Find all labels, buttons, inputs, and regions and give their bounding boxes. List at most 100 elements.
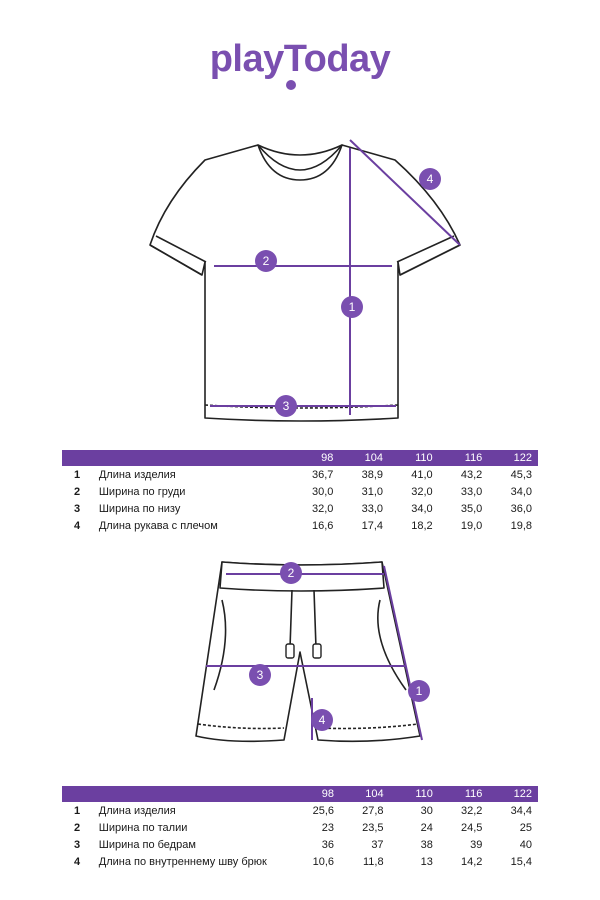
shorts-pockets bbox=[213, 599, 407, 691]
size-header: 116 bbox=[438, 450, 489, 466]
header-cell bbox=[62, 450, 99, 466]
measurement-cell: 25 bbox=[519, 821, 532, 834]
shorts-marker-1-label: 1 bbox=[416, 684, 423, 698]
measurement-cell: 38 bbox=[420, 838, 433, 851]
measurement-cell: 40 bbox=[519, 838, 532, 851]
shorts-marker-1 bbox=[408, 680, 430, 702]
measurement-cell: 33,0 bbox=[460, 485, 483, 498]
size-header: 98 bbox=[290, 786, 341, 802]
tshirt-left-sleeve-hem bbox=[149, 235, 207, 276]
measurement-cell: 16,6 bbox=[311, 519, 334, 532]
table-header-row: 98 104 110 116 122 bbox=[62, 450, 538, 466]
tshirt-marker-1 bbox=[341, 296, 363, 318]
measurement-cell: 43,2 bbox=[460, 468, 483, 481]
measurement-cell: 24 bbox=[420, 821, 433, 834]
row-number: 2 bbox=[74, 821, 81, 834]
measurement-cell: 39 bbox=[470, 838, 483, 851]
tshirt-diagram: 1 2 3 4 bbox=[149, 139, 461, 422]
row-number: 3 bbox=[74, 838, 81, 851]
row-label: Длина изделия bbox=[98, 468, 176, 481]
measurement-cell: 24,5 bbox=[460, 821, 483, 834]
measurement-cell: 25,6 bbox=[312, 804, 335, 817]
logo-dot bbox=[286, 80, 296, 90]
tshirt-marker-3-label: 3 bbox=[283, 399, 290, 413]
table-row: 3 Ширина по бедрам 36 37 38 39 40 bbox=[62, 836, 538, 853]
shorts-marker-2 bbox=[280, 562, 302, 584]
shorts-marker-4 bbox=[311, 709, 333, 731]
row-number: 1 bbox=[74, 804, 81, 817]
measurement-cell: 32,2 bbox=[460, 804, 483, 817]
shorts-waistband bbox=[219, 561, 385, 592]
tshirt-marker-1-label: 1 bbox=[349, 300, 356, 314]
tshirt-right-sleeve-hem bbox=[396, 235, 461, 276]
measurement-cell: 17,4 bbox=[361, 519, 384, 532]
row-label: Ширина по низу bbox=[98, 502, 181, 515]
row-number: 2 bbox=[74, 485, 81, 498]
measurement-cell: 36,0 bbox=[510, 502, 532, 515]
measurement-cell: 38,9 bbox=[361, 468, 384, 481]
measurement-cell: 11,8 bbox=[362, 855, 384, 868]
table-row: 1 Длина изделия 36,7 38,9 41,0 43,2 45,3 bbox=[62, 466, 538, 483]
measurement-cell: 34,4 bbox=[510, 804, 532, 817]
measurement-cell: 27,8 bbox=[362, 804, 384, 817]
header-cell bbox=[62, 786, 99, 802]
size-header: 110 bbox=[389, 450, 439, 466]
tshirt-size-table: 98 104 110 116 122 1 Длина изделия 36,7 38… bbox=[62, 450, 538, 534]
row-number: 4 bbox=[74, 519, 81, 532]
measurement-cell: 32,0 bbox=[411, 485, 433, 498]
shorts-drawstrings bbox=[289, 589, 317, 649]
measurement-cell: 33,0 bbox=[361, 502, 384, 515]
size-header: 122 bbox=[488, 786, 538, 802]
measurement-cell: 30,0 bbox=[311, 485, 334, 498]
measurement-cell: 13 bbox=[420, 855, 433, 868]
shorts-diagram: 1 2 3 4 bbox=[195, 561, 430, 743]
tshirt-outline bbox=[149, 144, 461, 422]
measurement-cell: 32,0 bbox=[311, 502, 334, 515]
size-header: 116 bbox=[438, 786, 489, 802]
row-label: Ширина по груди bbox=[98, 485, 186, 498]
measurement-cell: 36,7 bbox=[311, 468, 334, 481]
brand-logo: playToday bbox=[209, 38, 391, 80]
tshirt-marker-4 bbox=[419, 168, 441, 190]
row-number: 1 bbox=[74, 468, 81, 481]
measurement-cell: 10,6 bbox=[312, 855, 335, 868]
tshirt-marker-2 bbox=[255, 250, 277, 272]
shorts-marker-2-label: 2 bbox=[288, 566, 295, 580]
measurement-cell: 23,5 bbox=[362, 821, 384, 834]
measurement-cell: 34,0 bbox=[510, 485, 532, 498]
measurement-cell: 31,0 bbox=[361, 485, 384, 498]
tshirt-marker-4-label: 4 bbox=[427, 172, 434, 186]
table-header-row: 98 104 110 116 122 bbox=[62, 786, 538, 802]
measurement-cell: 14,2 bbox=[460, 855, 483, 868]
size-header: 122 bbox=[488, 450, 538, 466]
shorts-size-table: 98 104 110 116 122 1 Длина изделия 25,6 27… bbox=[62, 786, 538, 870]
tshirt-marker-3 bbox=[275, 395, 297, 417]
measurement-cell: 36 bbox=[321, 838, 335, 851]
header-cell bbox=[98, 450, 290, 466]
measurement-cell: 41,0 bbox=[411, 468, 433, 481]
shorts-marker-4-label: 4 bbox=[319, 713, 326, 727]
size-header: 104 bbox=[340, 786, 390, 802]
shorts-marker-3 bbox=[249, 664, 271, 686]
size-header: 110 bbox=[389, 786, 439, 802]
row-number: 3 bbox=[74, 502, 81, 515]
row-number: 4 bbox=[74, 855, 81, 868]
tshirt-collar bbox=[257, 144, 343, 181]
size-header: 98 bbox=[289, 450, 340, 466]
header-cell bbox=[98, 786, 291, 802]
shorts-marker-3-label: 3 bbox=[257, 668, 264, 682]
row-label: Длина по внутреннему шву брюк bbox=[98, 855, 267, 868]
row-label: Ширина по бедрам bbox=[98, 838, 196, 851]
measurement-cell: 19,0 bbox=[460, 519, 483, 532]
measurement-cell: 30 bbox=[420, 804, 433, 817]
measurement-cell: 18,2 bbox=[411, 519, 433, 532]
row-label: Ширина по талии bbox=[98, 821, 188, 834]
measurement-cell: 45,3 bbox=[510, 468, 532, 481]
row-label: Длина изделия bbox=[98, 804, 176, 817]
measurement-cell: 34,0 bbox=[411, 502, 433, 515]
measurement-cell: 37 bbox=[371, 838, 384, 851]
